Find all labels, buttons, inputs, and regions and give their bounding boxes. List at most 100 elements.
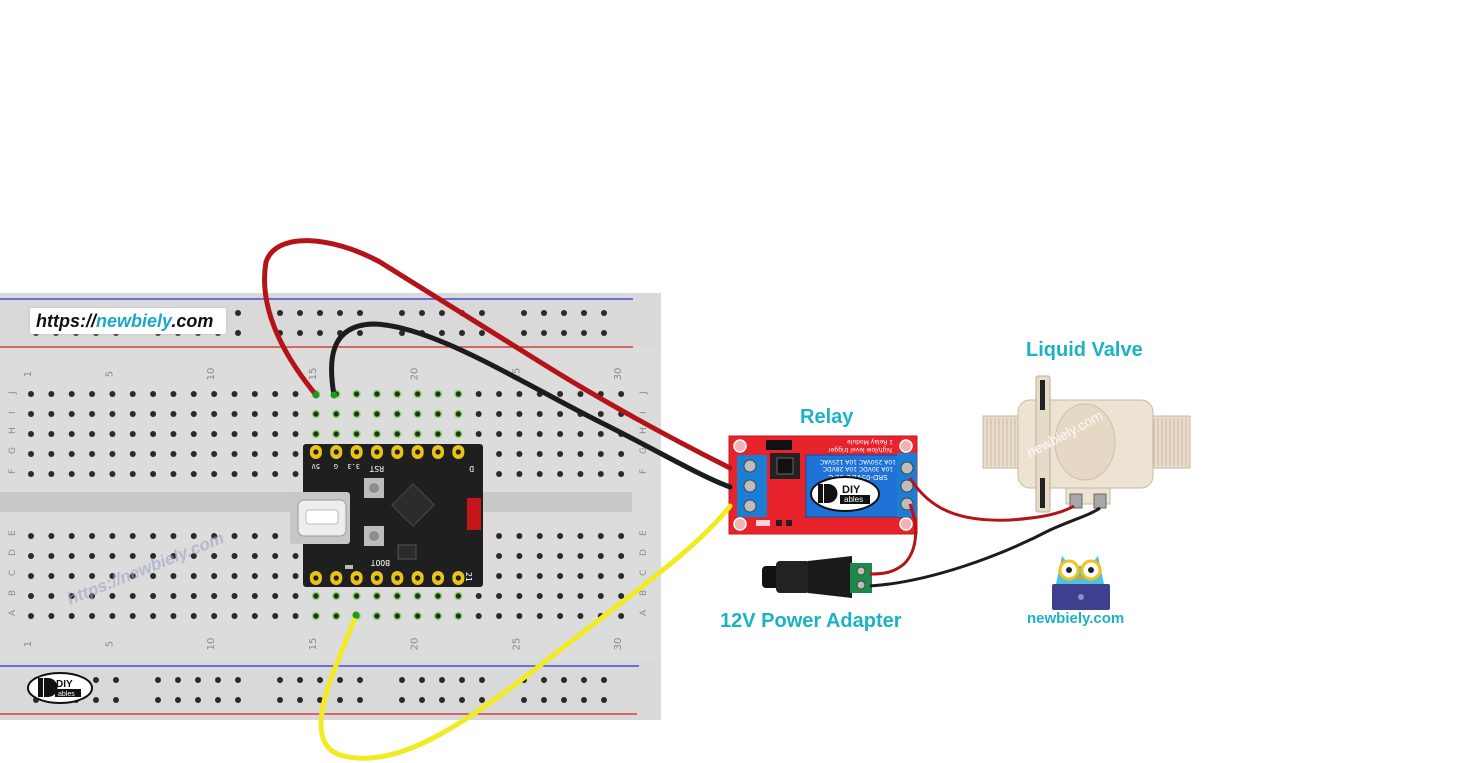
rail-hole: [459, 330, 465, 336]
relay-logo-diy: DIY: [842, 484, 861, 496]
breadboard-hole: [89, 471, 96, 477]
antenna: [467, 498, 481, 530]
breadboard-hole: [48, 613, 55, 619]
column-number: 30: [613, 368, 624, 381]
breadboard-hole: [251, 593, 258, 599]
breadboard-hole: [190, 391, 197, 397]
wire-red-5v: [262, 238, 733, 471]
rail-hole: [195, 697, 201, 703]
breadboard-hole: [150, 573, 157, 579]
newbiely-url-badge[interactable]: https://newbiely.com: [30, 308, 226, 334]
rail-hole: [175, 677, 181, 683]
breadboard-hole: [28, 533, 34, 539]
breadboard-hole: [68, 613, 75, 619]
pin-label: G: [334, 462, 338, 470]
breadboard-hole: [129, 593, 136, 599]
breadboard-hole: [109, 471, 116, 477]
rail-hole: [521, 330, 527, 336]
breadboard-hole: [109, 593, 116, 599]
row-letter: A: [639, 609, 649, 616]
breadboard-hole: [292, 593, 299, 599]
breadboard-hole: [190, 553, 197, 559]
column-number: 15: [308, 638, 319, 651]
relay-header-text: 1 Relay Module: [847, 438, 893, 445]
breadboard-hole: [618, 471, 625, 477]
pin-label: RST: [369, 464, 384, 473]
url-suffix: .com: [171, 311, 214, 331]
breadboard-hole: [150, 451, 157, 457]
breadboard-hole: [292, 553, 299, 559]
breadboard-hole: [109, 391, 116, 397]
breadboard-hole: [475, 391, 482, 397]
breadboard-hole: [89, 613, 96, 619]
relay-label: Relay: [800, 406, 854, 428]
breadboard-hole: [577, 533, 584, 539]
connected-holes: [311, 389, 463, 621]
breadboard-hole: [251, 451, 258, 457]
rail-hole: [155, 677, 161, 683]
breadboard-hole: [557, 593, 564, 599]
breadboard-hole: [129, 613, 136, 619]
breadboard-hole: [109, 613, 116, 619]
breadboard-hole: [48, 593, 55, 599]
breadboard-hole: [89, 431, 96, 437]
breadboard-hole: [536, 593, 543, 599]
breadboard-hole: [475, 411, 482, 417]
breadboard-hole: [170, 593, 177, 599]
row-letter: F: [639, 469, 649, 474]
rail-hole: [479, 677, 485, 683]
rail-hole: [541, 697, 547, 703]
rail-hole: [601, 697, 607, 703]
breadboard-hole: [211, 431, 218, 437]
breadboard-hole: [251, 573, 258, 579]
breadboard-hole: [170, 431, 177, 437]
breadboard-hole: [109, 573, 116, 579]
breadboard-hole: [28, 573, 34, 579]
rail-hole: [581, 677, 587, 683]
breadboard-hole: [516, 593, 523, 599]
breadboard-hole: [89, 593, 96, 599]
rail-hole: [459, 677, 465, 683]
column-number: 20: [410, 368, 421, 381]
rail-hole: [581, 310, 587, 316]
breadboard-hole: [170, 391, 177, 397]
breadboard-hole: [272, 533, 279, 539]
column-number: 1: [23, 371, 34, 377]
breadboard-hole: [496, 451, 503, 457]
breadboard-hole: [597, 471, 604, 477]
rail-hole: [439, 697, 445, 703]
breadboard-hole: [618, 533, 625, 539]
breadboard-hole: [557, 471, 564, 477]
ables-text: ables: [58, 691, 75, 698]
breadboard-hole: [516, 391, 523, 397]
rail-hole: [235, 697, 241, 703]
breadboard-hole: [516, 533, 523, 539]
breadboard-hole: [231, 451, 238, 457]
row-letter: G: [639, 447, 649, 454]
rail-hole: [399, 677, 405, 683]
rail-hole: [399, 330, 405, 336]
rail-hole: [561, 310, 567, 316]
breadboard-hole: [618, 391, 625, 397]
breadboard-hole: [536, 431, 543, 437]
breadboard-hole: [68, 391, 75, 397]
breadboard-hole: [190, 411, 197, 417]
row-letter: C: [639, 570, 649, 576]
breadboard-hole: [516, 451, 523, 457]
breadboard-hole: [292, 391, 299, 397]
breadboard-hole: [272, 471, 279, 477]
breadboard-hole: [292, 471, 299, 477]
rail-hole: [337, 697, 343, 703]
breadboard-hole: [231, 573, 238, 579]
breadboard-hole: [577, 573, 584, 579]
breadboard-hole: [129, 573, 136, 579]
board-pcb: [303, 444, 483, 587]
breadboard-hole: [516, 573, 523, 579]
row-letter: E: [8, 530, 18, 536]
breadboard-hole: [475, 431, 482, 437]
rail-hole: [399, 697, 405, 703]
dc-power-adapter: [762, 556, 872, 598]
breadboard-hole: [109, 553, 116, 559]
